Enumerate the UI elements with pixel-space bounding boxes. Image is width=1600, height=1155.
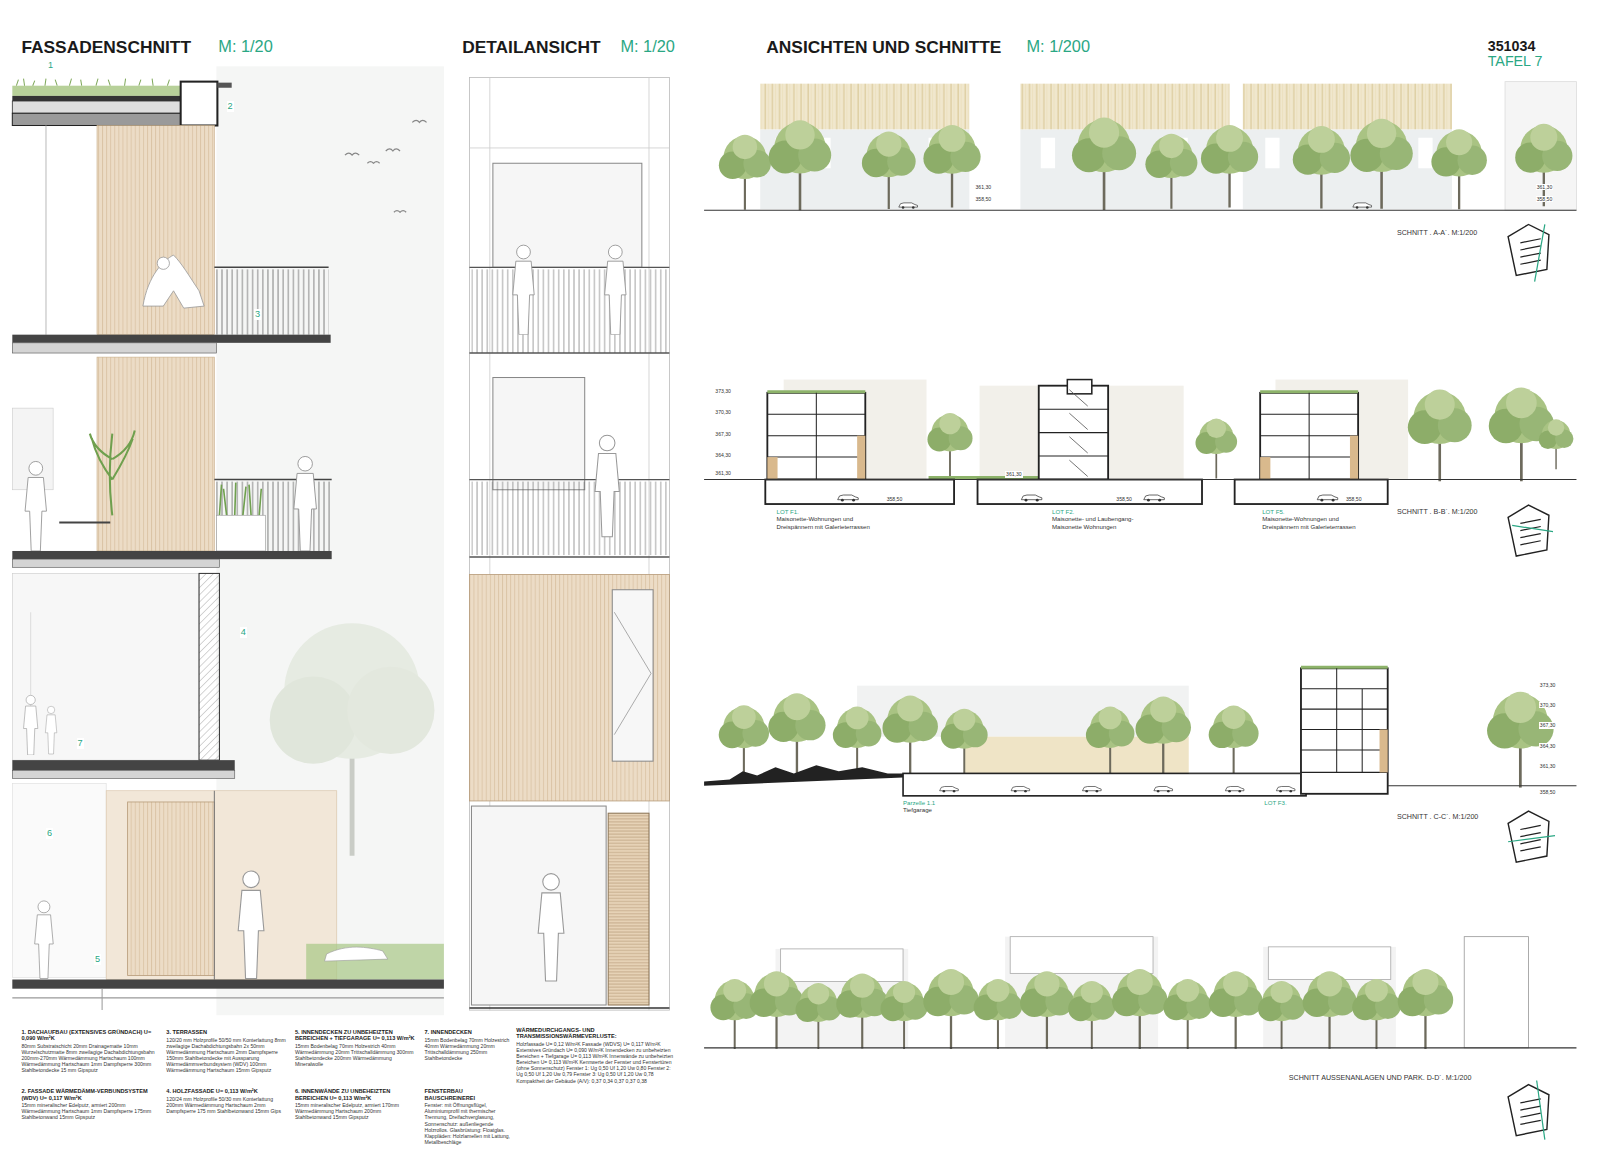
callout-number: 5 [94,954,101,965]
section-d [704,937,1576,1049]
panel-title: FASSADENSCHNITT [20,37,192,58]
spec-text: 15mm mineralischer Edelputz, armiert 170… [294,1102,418,1120]
sheet-number: TAFEL 7 [1487,53,1544,70]
lot-description: Tiefgarage [902,806,933,813]
level-height: 358,50 [1345,496,1363,502]
spec-heading: 4. HOLZFASSADE U= 0,113 W/m²K [165,1088,289,1095]
level-height: 367,30 [714,431,732,437]
level-height: 358,50 [1536,196,1554,202]
panel-title: ANSICHTEN UND SCHNITTE [765,37,1002,58]
level-height: 370,30 [714,409,732,415]
level-height: 373,30 [1539,682,1557,688]
callout-number: 2 [227,101,234,112]
key-plan [1508,811,1555,862]
level-height: 358,50 [1539,789,1557,795]
lot-description: Maisonette-Wohnungen und Dreispännern mi… [776,515,880,530]
level-height: 370,30 [1539,702,1557,708]
level-height: 358,50 [1115,496,1133,502]
spec-heading: WÄRMEDURCHGANGS- UND TRANSMISSIONSWÄRMEV… [515,1027,675,1040]
section-title: SCHNITT . C-C´. M:1/200 [1396,813,1479,822]
section-title: SCHNITT . A-A´. M:1/200 [1396,229,1478,238]
spec-heading: 1. DACHAUFBAU (EXTENSIVES GRÜNDACH) U= 0… [20,1029,160,1042]
lot-description: Maisonette- und Laubengang-Maisonette Wo… [1051,515,1160,530]
lot-label: LOT F3. [1263,799,1287,806]
spec-heading: FENSTERBAU BAUSCHREINEREI [424,1088,513,1101]
level-height: 358,50 [975,196,993,202]
spec-text: 15mm Bodenbelag 70mm Holzestrich 40mm Wä… [424,1037,513,1061]
spec-heading: 5. INNENDECKEN ZU UNBEHEIZTEN BEREICHEN … [294,1029,418,1042]
level-height: 361,30 [1539,763,1557,769]
detail-elevation [469,78,669,1011]
section-c [704,667,1576,796]
spec-text: 80mm Substratschicht 20mm Drainagematte … [20,1043,160,1074]
scale-note: M: 1/20 [217,37,273,57]
section-title: SCHNITT AUSSENANLAGEN UND PARK. D-D´. M:… [1288,1074,1473,1083]
spec-text: 120/24 mm Holzprofile 50/30 mm Konterlat… [165,1096,289,1114]
facade-section [12,66,444,1015]
panel-title: DETAILANSICHT [461,37,601,58]
callout-number: 6 [46,828,53,839]
callout-number: 4 [240,627,247,638]
spec-heading: 6. INNENWÄNDE ZU UNBEHEIZTEN BEREICHEN U… [294,1088,418,1101]
level-height: 364,30 [714,452,732,458]
scale-note: M: 1/200 [1026,37,1092,57]
section-title: SCHNITT . B-B´. M:1/200 [1396,508,1479,517]
level-height: 361,30 [1005,471,1023,477]
level-height: 358,50 [886,496,904,502]
level-height: 367,30 [1539,722,1557,728]
spec-heading: 2. FASSADE WÄRMEDÄMM-VERBUNDSYSTEM (WDV)… [20,1088,160,1101]
level-height: 361,30 [975,184,993,190]
spec-heading: 7. INNENDECKEN [424,1029,513,1036]
elevation-a [704,82,1576,211]
callout-number: 3 [254,309,261,320]
level-height: 361,30 [1536,184,1554,190]
spec-heading: 3. TERRASSEN [165,1029,289,1036]
level-height: 364,30 [1539,743,1557,749]
key-plan [1508,224,1549,281]
lot-description: Maisonette-Wohnungen und Dreispännern mi… [1261,515,1365,530]
spec-text: Holzfassade U= 0,12 W/m²K Fassade (WDVS)… [515,1041,675,1084]
section-b [704,380,1576,504]
callout-number: 7 [77,738,84,749]
spec-text: 15mm mineralischer Edelputz, armiert 200… [20,1102,160,1120]
callout-number: 1 [47,60,54,71]
spec-text: 15mm Bodenbelag 70mm Holzestrich 40mm Wä… [294,1043,418,1067]
key-plan [1508,505,1553,556]
spec-text: Fenster: mit Öffnungsflügel, Aluminiumpr… [424,1102,513,1145]
level-height: 361,30 [714,470,732,476]
level-height: 373,30 [714,388,732,394]
spec-text: 120/20 mm Holzprofile 50/50 mm Konterlat… [165,1037,289,1074]
scale-note: M: 1/20 [619,37,675,57]
key-plan [1508,1081,1549,1140]
